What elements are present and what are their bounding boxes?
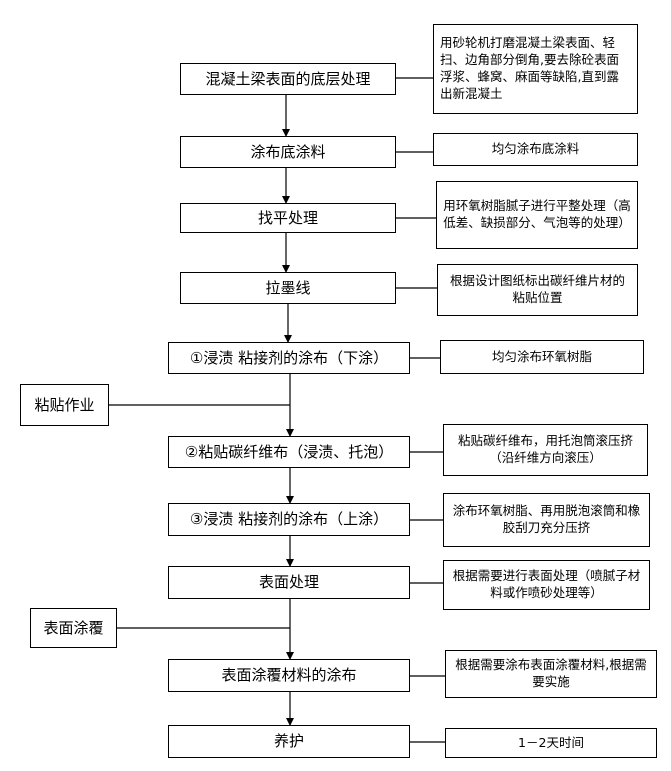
note-9-box: 根据需要涂布表面涂覆材料,根据需要实施: [445, 650, 657, 698]
note-6-box: 粘贴碳纤维布，用托泡筒滚压挤（沿纤维方向滚压）: [443, 424, 648, 476]
note-1-text: 用砂轮机打磨混凝土梁表面、轻扫、边角部分倒角,要去除砼表面浮浆、蜂窝、麻面等缺陷…: [440, 35, 619, 101]
step-2-label: 涂布底涂料: [250, 142, 326, 161]
step-4-box: 拉墨线: [180, 272, 396, 304]
step-3-box: 找平处理: [180, 203, 396, 233]
note-5-text: 均匀涂布环氧树脂: [491, 348, 592, 364]
note-7-text: 涂布环氧树脂、再用脱泡滚筒和橡胶刮刀充分压挤: [452, 503, 641, 535]
side-input-surface-coating: 表面涂覆: [30, 608, 117, 648]
step-6-box: ②粘贴碳纤维布（浸渍、托泡）: [168, 436, 410, 468]
side-input-paste-work: 粘贴作业: [20, 384, 109, 426]
note-9-text: 根据需要涂布表面涂覆材料,根据需要实施: [455, 657, 647, 689]
note-2-text: 均匀涂布底涂料: [491, 141, 580, 157]
step-8-label: 表面处理: [258, 573, 319, 592]
step-10-box: 养护: [168, 725, 410, 758]
note-3-text: 用环氧树脂腻子进行平整处理（高低差、缺损部分、气泡等的处理）: [443, 198, 631, 230]
note-7-box: 涂布环氧树脂、再用脱泡滚筒和橡胶刮刀充分压挤: [443, 493, 650, 547]
step-1-box: 混凝土梁表面的底层处理: [180, 63, 396, 95]
note-8-text: 根据需要进行表面处理（喷腻子材料或作喷砂处理等）: [452, 568, 641, 600]
step-8-box: 表面处理: [168, 566, 410, 599]
step-5-label: ①浸渍 粘接剂的涂布（下涂）: [189, 348, 389, 367]
step-10-label: 养护: [273, 732, 304, 751]
note-3-box: 用环氧树脂腻子进行平整处理（高低差、缺损部分、气泡等的处理）: [436, 181, 638, 249]
note-10-text: 1－2天时间: [518, 734, 584, 750]
note-1-box: 用砂轮机打磨混凝土梁表面、轻扫、边角部分倒角,要去除砼表面浮浆、蜂窝、麻面等缺陷…: [433, 24, 638, 114]
step-7-box: ③浸渍 粘接剂的涂布（上涂）: [168, 503, 410, 536]
step-7-label: ③浸渍 粘接剂的涂布（上涂）: [189, 510, 389, 529]
step-5-box: ①浸渍 粘接剂的涂布（下涂）: [168, 342, 410, 374]
note-2-box: 均匀涂布底涂料: [433, 133, 638, 166]
note-4-text: 根据设计图纸标出碳纤维片材的粘贴位置: [449, 273, 625, 305]
note-6-text: 粘贴碳纤维布，用托泡筒滚压挤（沿纤维方向滚压）: [457, 433, 633, 465]
note-5-box: 均匀涂布环氧树脂: [440, 340, 644, 374]
step-2-box: 涂布底涂料: [180, 136, 396, 168]
side-input-label: 表面涂覆: [43, 618, 104, 637]
note-4-box: 根据设计图纸标出碳纤维片材的粘贴位置: [437, 264, 638, 316]
step-1-label: 混凝土梁表面的底层处理: [205, 69, 371, 88]
step-9-box: 表面涂覆材料的涂布: [168, 659, 410, 692]
note-10-box: 1－2天时间: [445, 728, 657, 758]
note-8-box: 根据需要进行表面处理（喷腻子材料或作喷砂处理等）: [443, 560, 650, 610]
step-4-label: 拉墨线: [265, 278, 311, 297]
side-input-label: 粘贴作业: [34, 395, 95, 414]
step-6-label: ②粘贴碳纤维布（浸渍、托泡）: [184, 442, 394, 461]
step-3-label: 找平处理: [257, 208, 318, 227]
step-9-label: 表面涂覆材料的涂布: [221, 666, 357, 685]
